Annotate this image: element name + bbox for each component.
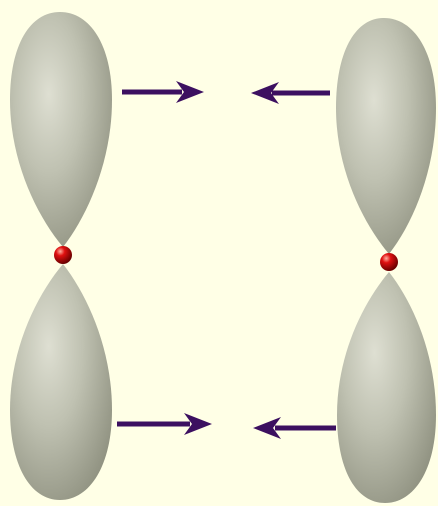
arrow-bottom-left <box>117 413 212 435</box>
right-nucleus <box>380 253 398 271</box>
left-nucleus <box>54 246 72 264</box>
left-orbital-lower-lobe <box>10 264 112 500</box>
arrow-bottom-right <box>253 417 336 439</box>
right-p-orbital <box>336 18 436 503</box>
arrow-top-right <box>251 82 330 104</box>
right-orbital-lower-lobe <box>337 272 436 503</box>
right-orbital-upper-lobe <box>336 18 436 254</box>
arrow-top-left <box>122 81 204 103</box>
left-p-orbital <box>10 12 112 500</box>
left-orbital-upper-lobe <box>10 12 112 247</box>
